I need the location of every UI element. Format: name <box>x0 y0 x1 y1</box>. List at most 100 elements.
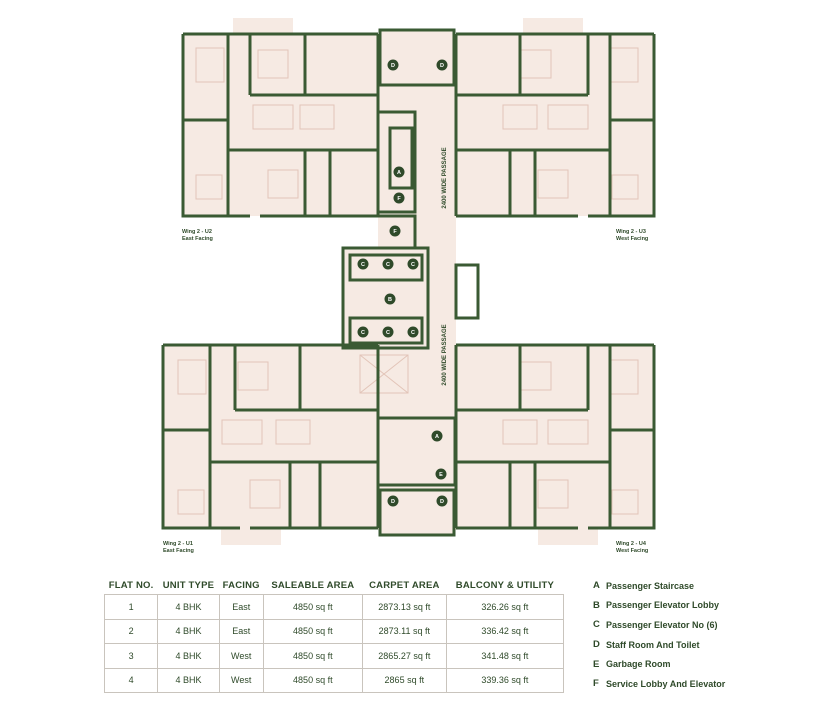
table-cell: 4 BHK <box>157 618 220 644</box>
marker-c: C <box>382 258 394 270</box>
table-cell: West <box>218 643 264 669</box>
table-cell: West <box>218 667 264 693</box>
marker-a: A <box>393 166 405 178</box>
legend-item: D Staff Room And Toilet <box>593 635 793 655</box>
marker-e: E <box>435 468 447 480</box>
table-row: 2 4 BHK East 4850 sq ft 2873.11 sq ft 33… <box>103 618 565 644</box>
wing-label-u1: Wing 2 - U1 East Facing <box>163 541 194 555</box>
svg-text:D: D <box>440 499 444 505</box>
legend-key: B <box>593 599 600 611</box>
legend-key: E <box>593 658 600 670</box>
table-cell: 326.26 sq ft <box>445 594 565 620</box>
table-row: 3 4 BHK West 4850 sq ft 2865.27 sq ft 34… <box>103 643 565 669</box>
table-cell: 3 <box>103 643 159 669</box>
table-cell: 339.36 sq ft <box>445 667 565 693</box>
plan-markers: D D A F F C C C B C C C A E D D <box>357 59 448 507</box>
svg-text:C: C <box>386 330 390 336</box>
svg-text:D: D <box>391 499 395 505</box>
wing-name: Wing 2 - U3 <box>616 229 646 235</box>
marker-d: D <box>387 495 399 507</box>
marker-c: C <box>357 326 369 338</box>
table-cell: East <box>218 594 264 620</box>
svg-text:E: E <box>439 472 443 478</box>
table-cell: 2873.13 sq ft <box>361 594 447 620</box>
svg-text:D: D <box>391 63 395 69</box>
table-row: 1 4 BHK East 4850 sq ft 2873.13 sq ft 32… <box>103 594 565 620</box>
unit-table: FLAT NO. UNIT TYPE FACING SALEABLE AREA … <box>103 576 565 693</box>
wing-facing: West Facing <box>616 236 649 242</box>
plan-walls <box>161 28 656 537</box>
svg-text:D: D <box>440 63 444 69</box>
plan-floor-fills <box>163 18 654 545</box>
table-cell: 4 BHK <box>157 643 220 669</box>
legend-text: Garbage Room <box>606 659 671 670</box>
legend-item: A Passenger Staircase <box>593 576 793 596</box>
marker-d: D <box>387 59 399 71</box>
legend-item: B Passenger Elevator Lobby <box>593 596 793 616</box>
header-flat-no: FLAT NO. <box>108 579 154 591</box>
header-balcony-utility: BALCONY & UTILITY <box>455 579 555 591</box>
table-cell: 2 <box>103 618 159 644</box>
marker-c: C <box>357 258 369 270</box>
wing-facing: West Facing <box>616 548 649 554</box>
svg-text:C: C <box>411 330 415 336</box>
table-cell: 4 BHK <box>157 667 220 693</box>
table-cell: 2865.27 sq ft <box>361 643 447 669</box>
marker-f: F <box>389 225 401 237</box>
floor-plan: 2400 WIDE PASSAGE 2400 WIDE PASSAGE D D … <box>161 18 656 545</box>
legend-key: C <box>593 619 600 631</box>
legend-key: F <box>593 678 599 690</box>
table-cell: East <box>218 618 264 644</box>
wing-label-u3: Wing 2 - U3 West Facing <box>616 229 648 243</box>
marker-b: B <box>384 293 396 305</box>
svg-text:A: A <box>397 170 401 176</box>
marker-c: C <box>382 326 394 338</box>
marker-d: D <box>436 59 448 71</box>
table-cell: 341.48 sq ft <box>445 643 565 669</box>
marker-c: C <box>407 258 419 270</box>
legend-text: Staff Room And Toilet <box>606 639 700 650</box>
wing-name: Wing 2 - U1 <box>163 541 193 547</box>
header-saleable-area: SALEABLE AREA <box>271 579 355 591</box>
legend-key: A <box>593 580 600 592</box>
marker-c: C <box>407 326 419 338</box>
table-cell: 2873.11 sq ft <box>361 618 447 644</box>
table-cell: 4 BHK <box>157 594 220 620</box>
marker-d: D <box>436 495 448 507</box>
table-cell: 336.42 sq ft <box>445 618 565 644</box>
table-cell: 4850 sq ft <box>262 594 363 620</box>
wing-name: Wing 2 - U4 <box>616 541 646 547</box>
table-row: 4 4 BHK West 4850 sq ft 2865 sq ft 339.3… <box>103 667 565 693</box>
passage-label-bottom: 2400 WIDE PASSAGE <box>442 324 448 385</box>
table-cell: 1 <box>103 594 159 620</box>
svg-text:C: C <box>411 262 415 268</box>
wing-label-u2: Wing 2 - U2 East Facing <box>182 229 213 243</box>
table-header-row: FLAT NO. UNIT TYPE FACING SALEABLE AREA … <box>105 576 564 595</box>
svg-text:C: C <box>361 262 365 268</box>
svg-text:F: F <box>393 229 397 235</box>
marker-a: A <box>431 430 443 442</box>
wing-label-u4: Wing 2 - U4 West Facing <box>616 541 648 555</box>
header-carpet-area: CARPET AREA <box>369 579 440 591</box>
header-facing: FACING <box>222 579 260 591</box>
legend-item: E Garbage Room <box>593 654 793 674</box>
table-cell: 4850 sq ft <box>262 643 363 669</box>
marker-f: F <box>393 192 405 204</box>
legend-text: Passenger Elevator No (6) <box>606 619 718 630</box>
legend-key: D <box>593 639 600 651</box>
legend-item: C Passenger Elevator No (6) <box>593 615 793 635</box>
table-cell: 4850 sq ft <box>262 618 363 644</box>
svg-text:C: C <box>386 262 390 268</box>
svg-text:B: B <box>388 297 392 303</box>
table-cell: 2865 sq ft <box>361 667 447 693</box>
header-unit-type: UNIT TYPE <box>162 579 215 591</box>
svg-text:C: C <box>361 330 365 336</box>
wing-facing: East Facing <box>182 236 213 242</box>
table-cell: 4 <box>103 667 159 693</box>
legend-text: Passenger Staircase <box>606 580 695 591</box>
legend-text: Passenger Elevator Lobby <box>606 600 720 611</box>
table-cell: 4850 sq ft <box>262 667 363 693</box>
wing-name: Wing 2 - U2 <box>182 229 212 235</box>
svg-text:F: F <box>397 196 401 202</box>
